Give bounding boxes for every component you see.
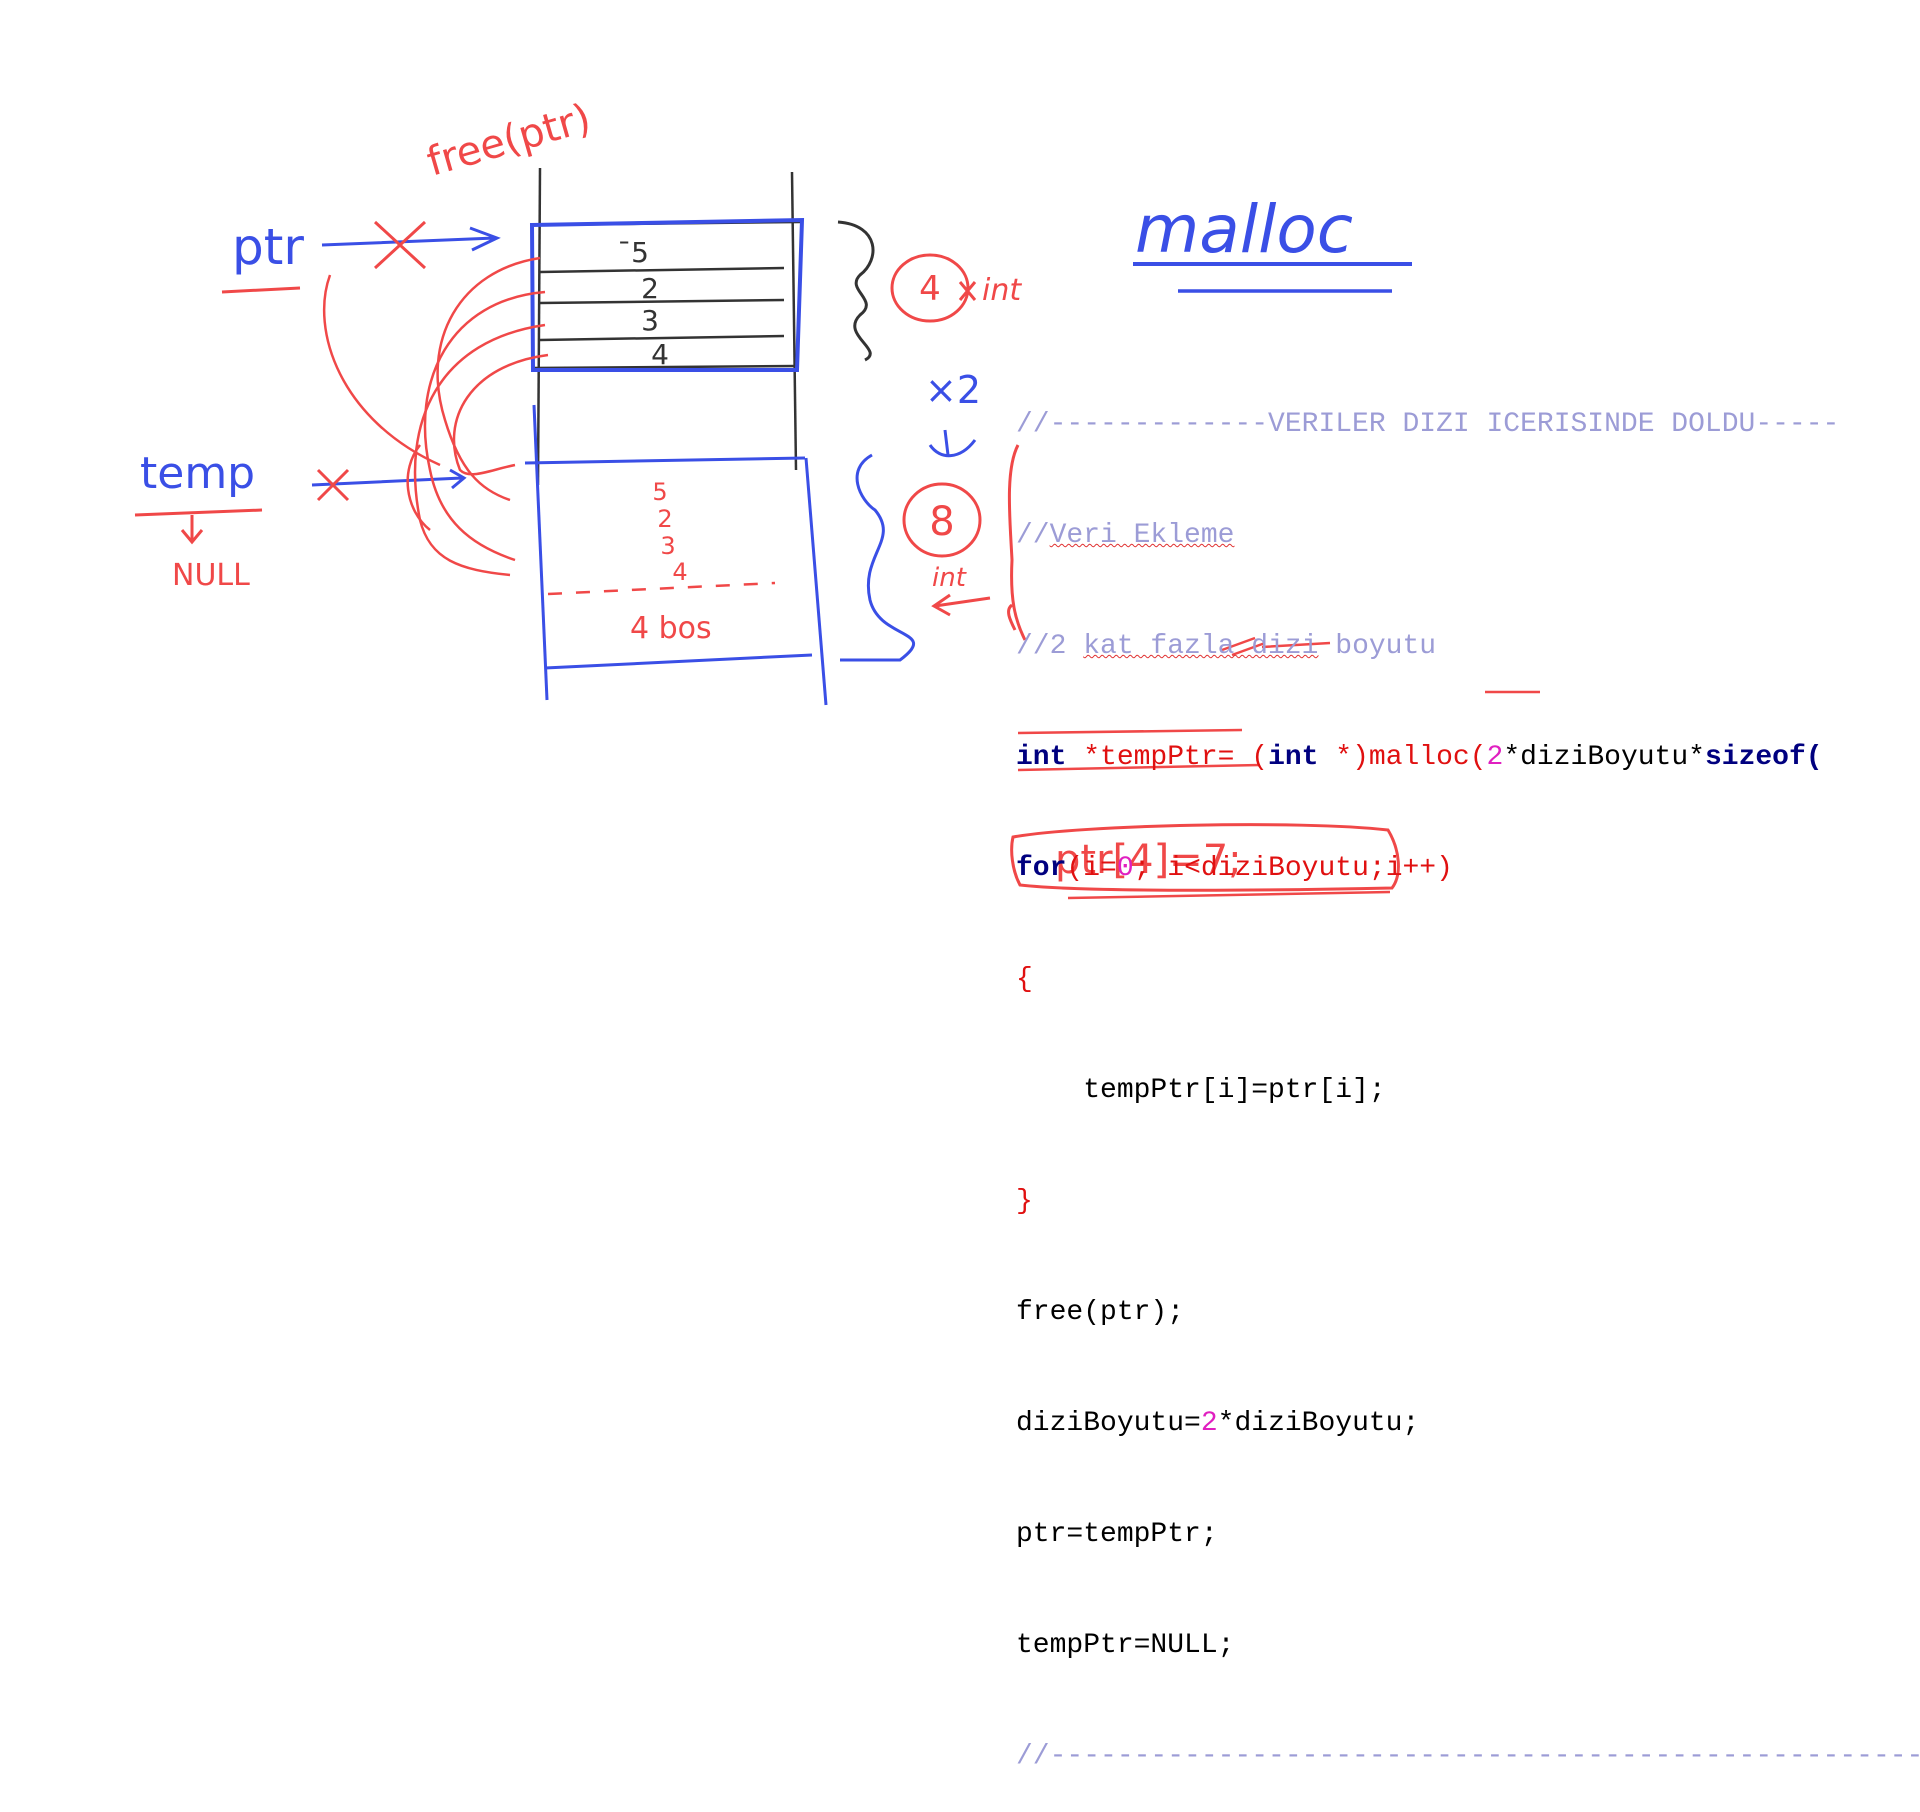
cell-3: 4 xyxy=(651,338,669,371)
code-line-null: tempPtr=NULL; xyxy=(1016,1630,1235,1661)
dashed-divider xyxy=(547,581,776,596)
count-old-circle xyxy=(890,253,970,323)
free-ptr-note: free(ptr) xyxy=(422,95,596,185)
old-block-blue-outline xyxy=(529,217,805,372)
new-cells: 5 2 3 4 xyxy=(652,478,687,586)
code-line-malloc: int *tempPtr= (int *)malloc(2*diziBoyutu… xyxy=(1016,742,1823,773)
whiteboard-canvas: malloc free(ptr) ̄5 2 3 4 5 2 3 4 4 bos xyxy=(134,95,1540,900)
code-brace-close: } xyxy=(1016,1186,1033,1217)
temp-label: temp xyxy=(140,448,255,499)
ptr-cross-icon xyxy=(373,220,427,270)
int-label-1: int xyxy=(982,273,1022,308)
temp-down-arrow-icon xyxy=(180,515,204,545)
bottom-note: ptr[4]=7; xyxy=(1055,837,1242,883)
code-line-for: for(i=0; i<diziBoyutu;i++) xyxy=(1016,853,1453,884)
old-memory-block xyxy=(531,167,801,486)
code-line-dizi: diziBoyutu=2*diziBoyutu; xyxy=(1016,1408,1420,1439)
bottom-note-box xyxy=(1010,823,1400,892)
int-label-2: int xyxy=(932,563,967,593)
code-line-assign: tempPtr[i]=ptr[i]; xyxy=(1016,1075,1386,1106)
null-line-underline xyxy=(1017,763,1261,772)
malloc-title-text: malloc xyxy=(1135,191,1353,268)
cell-2: 3 xyxy=(641,304,659,337)
count-new-circle xyxy=(902,482,982,558)
malloc-title: malloc xyxy=(1133,191,1412,293)
mem-right-rail xyxy=(790,171,798,471)
empty-slots-note: 4 bos xyxy=(630,611,712,646)
times-mark-icon xyxy=(958,281,977,301)
old-brace xyxy=(837,220,875,362)
down-arrow-icon xyxy=(928,429,977,458)
new-cell-1: 2 xyxy=(657,505,672,533)
new-memory-block xyxy=(524,404,828,706)
ptr-line-underline xyxy=(1017,728,1243,735)
temp-arrow xyxy=(311,468,467,490)
copy-arrows xyxy=(322,256,549,577)
code-listing: //-------------VERILER DIZI ICERISINDE D… xyxy=(1016,332,1920,1812)
code-comment-veri: //Veri Ekleme xyxy=(1016,520,1235,551)
code-line-free: free(ptr); xyxy=(1016,1297,1185,1328)
count-old: 4 xyxy=(919,269,941,309)
left-arrow-icon xyxy=(931,593,991,617)
null-label: NULL xyxy=(172,558,250,593)
loop-bracket xyxy=(1007,444,1027,641)
new-cell-2: 3 xyxy=(660,532,675,560)
new-cell-0: 5 xyxy=(652,478,667,506)
new-cell-3: 4 xyxy=(672,558,687,586)
count-new: 8 xyxy=(929,499,954,545)
old-cells: ̄5 2 3 4 xyxy=(619,236,669,371)
code-comment-kat: //2 kat fazla dizi boyutu xyxy=(1016,631,1437,662)
new-brace xyxy=(840,453,916,662)
code-brace-open: { xyxy=(1016,964,1033,995)
code-comment-header: //-------------VERILER DIZI ICERISINDE D… xyxy=(1016,409,1840,440)
code-comment-footer: //--------------------------------------… xyxy=(1016,1741,1920,1772)
code-line-ptr: ptr=tempPtr; xyxy=(1016,1519,1218,1550)
temp-underline xyxy=(134,508,263,517)
cell-1: 2 xyxy=(641,272,659,305)
times-two-note: ×2 xyxy=(925,368,981,412)
temp-cross-icon xyxy=(316,468,350,502)
bottom-note-underline xyxy=(1067,890,1391,900)
ptr-label: ptr xyxy=(232,218,304,276)
ptr-underline xyxy=(221,286,301,294)
free-strike-marks xyxy=(1221,636,1331,657)
ptr-arrow xyxy=(321,226,501,252)
cell-0: ̄5 xyxy=(619,236,649,269)
